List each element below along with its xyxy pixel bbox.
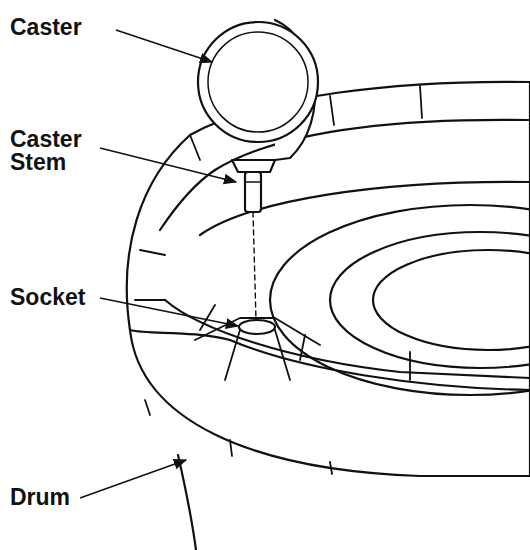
caster-wheel (208, 32, 308, 132)
leader-line (100, 298, 238, 326)
part-label: Caster Stem (10, 128, 100, 174)
caster-fork (232, 160, 275, 172)
center-ring (270, 205, 530, 395)
part-label: Drum (10, 486, 130, 509)
center-ring (373, 250, 530, 350)
part-label: Caster (10, 16, 130, 39)
drum-edge (178, 455, 196, 550)
center-ring (330, 232, 530, 368)
socket-boss (195, 318, 320, 345)
skirt-notch (145, 400, 332, 474)
leader-line (100, 148, 236, 182)
base-top (127, 82, 530, 390)
inner-ring (160, 170, 215, 230)
leader-line (116, 30, 212, 62)
socket-boss (225, 330, 290, 380)
caster-stem (245, 172, 261, 212)
caster-stem (245, 181, 261, 183)
leader-line (80, 460, 186, 498)
inner-ring (165, 300, 530, 378)
part-label: Socket (10, 286, 130, 309)
socket (239, 320, 275, 334)
caster-wheel (198, 22, 318, 142)
alignment-line (253, 212, 256, 320)
